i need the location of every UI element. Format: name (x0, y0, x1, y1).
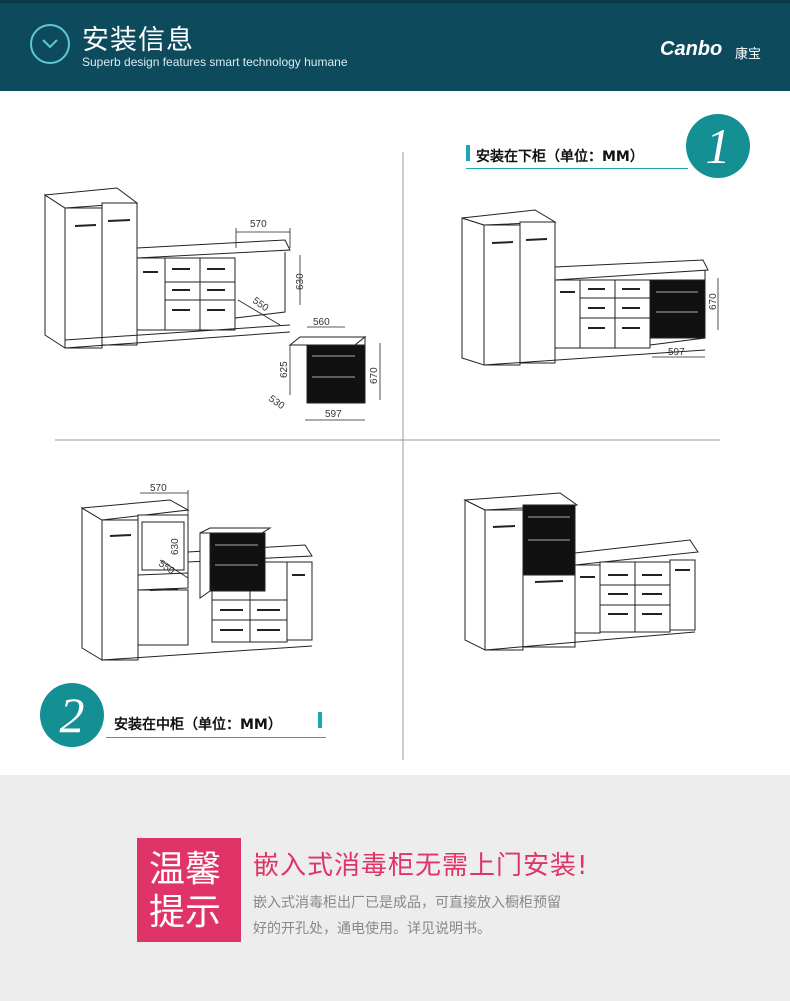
tip-text-line-1: 嵌入式消毒柜出厂已是成品，可直接放入橱柜预留 (253, 895, 561, 911)
brand-logo: Canbo (660, 38, 723, 60)
cabinet-bottom-right (463, 492, 699, 651)
header-title: 安装信息 (82, 25, 194, 56)
dim-530: 530 (266, 393, 286, 412)
cabinet-top-left (43, 187, 301, 349)
section-2-underline (106, 737, 326, 738)
dim-670-b: 670 (708, 293, 719, 310)
dim-670-a: 670 (369, 367, 380, 384)
section-1-marker (466, 145, 470, 161)
header-top-line (0, 0, 790, 3)
section-1-underline (466, 168, 688, 169)
dim-560: 560 (313, 317, 330, 328)
dim-630-b: 630 (170, 538, 181, 555)
tip-badge-line-2: 提示 (149, 892, 222, 933)
sterilizer-appliance (288, 326, 381, 421)
page-header: 安装信息 Superb design features smart techno… (0, 0, 790, 91)
tip-badge: 温馨 提示 (137, 838, 241, 942)
dim-625: 625 (279, 361, 290, 378)
cabinet-top-right (461, 209, 719, 366)
dim-630-a: 630 (295, 273, 306, 290)
header-subtitle: Superb design features smart technology … (82, 55, 348, 69)
dim-570-b: 570 (150, 483, 167, 494)
chevron-down-icon[interactable] (30, 24, 70, 64)
section-2-label: 安装在中柜（单位：MM） (114, 717, 282, 733)
section-2-marker (318, 712, 322, 728)
dim-550-a: 550 (250, 295, 270, 314)
section-1-label: 安装在下柜（单位：MM） (476, 149, 644, 165)
cabinet-bottom-left (80, 490, 313, 661)
section-2-badge: 2 (40, 683, 104, 747)
brand-logo-cn: 康宝 (735, 47, 762, 62)
tip-section (0, 775, 790, 1001)
section-1-badge: 1 (686, 114, 750, 178)
dim-597-b: 597 (668, 347, 685, 358)
installation-diagram: 570 630 550 560 625 670 530 597 (43, 152, 720, 760)
dim-597-a: 597 (325, 409, 342, 420)
tip-title: 嵌入式消毒柜无需上门安装! (253, 851, 589, 881)
dim-570-a: 570 (250, 219, 267, 230)
tip-text-line-2: 好的开孔处，通电使用。详见说明书。 (253, 921, 491, 937)
tip-badge-line-1: 温馨 (149, 849, 222, 890)
